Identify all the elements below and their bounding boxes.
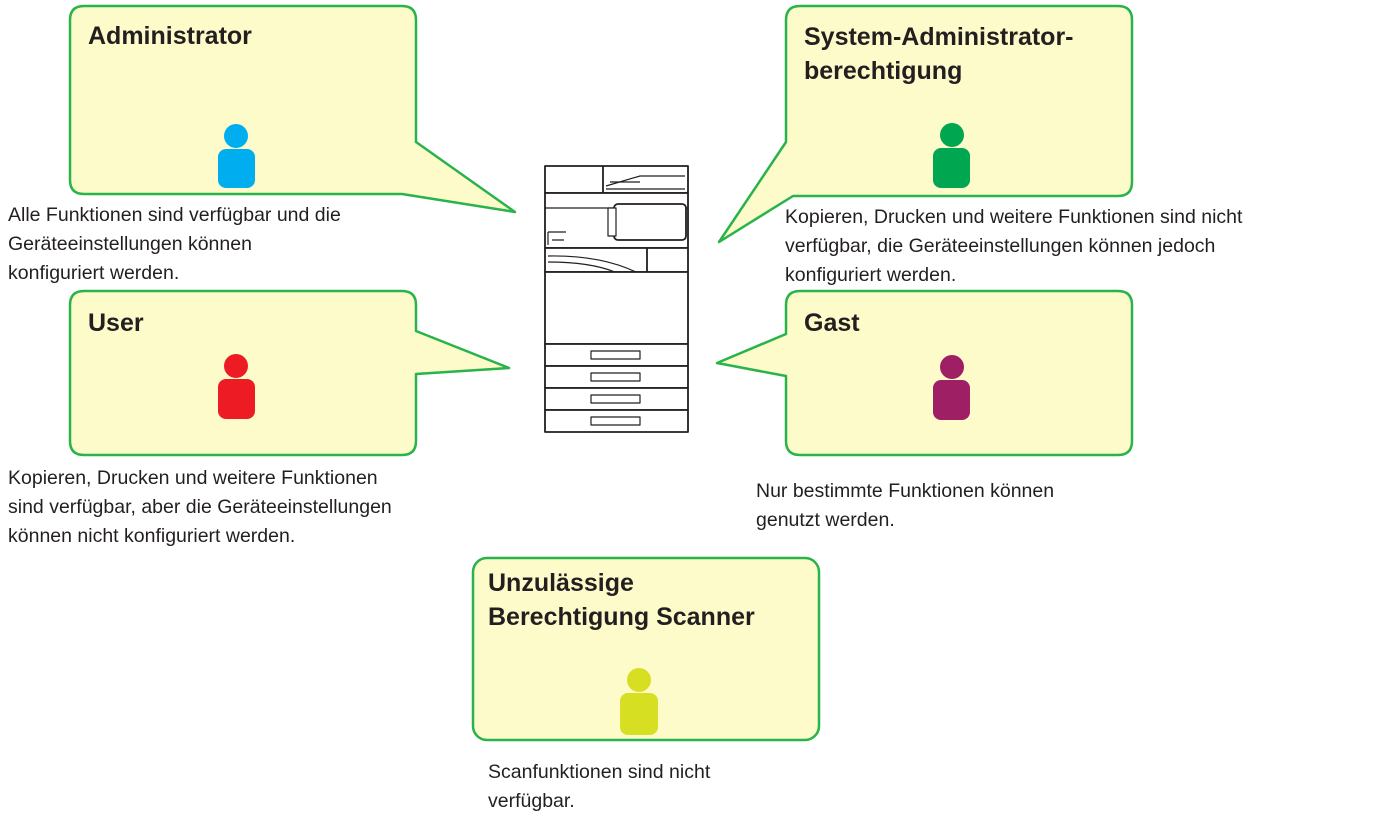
guest-speech-bubble [715,289,1134,457]
scanner-person-icon [620,668,658,735]
system-administrator-description: Kopieren, Drucken und weitere Funktionen… [785,206,1243,286]
scanner-box [471,556,821,742]
guest-person-icon [933,355,970,420]
multifunction-printer-icon [544,165,689,433]
user-title: User [88,309,144,337]
guest-title: Gast [804,309,860,337]
user-person-icon [218,354,255,419]
administrator-person-icon [218,124,255,188]
administrator-description: Alle Funktionen sind verfügbar und die G… [8,204,341,284]
scanner-description: Scanfunktionen sind nicht verfügbar. [488,761,711,812]
user-description: Kopieren, Drucken und weitere Funktionen… [8,467,392,547]
system-administrator-speech-bubble [717,4,1134,244]
system-administrator-person-icon [933,123,970,188]
user-speech-bubble [68,289,511,457]
administrator-title: Administrator [88,22,252,50]
administrator-speech-bubble [68,4,517,214]
system-administrator-title: System-Administrator- berechtigung [804,23,1074,85]
guest-description: Nur bestimmte Funktionen können genutzt … [756,480,1055,531]
scanner-title: Unzulässige Berechtigung Scanner [488,569,755,631]
